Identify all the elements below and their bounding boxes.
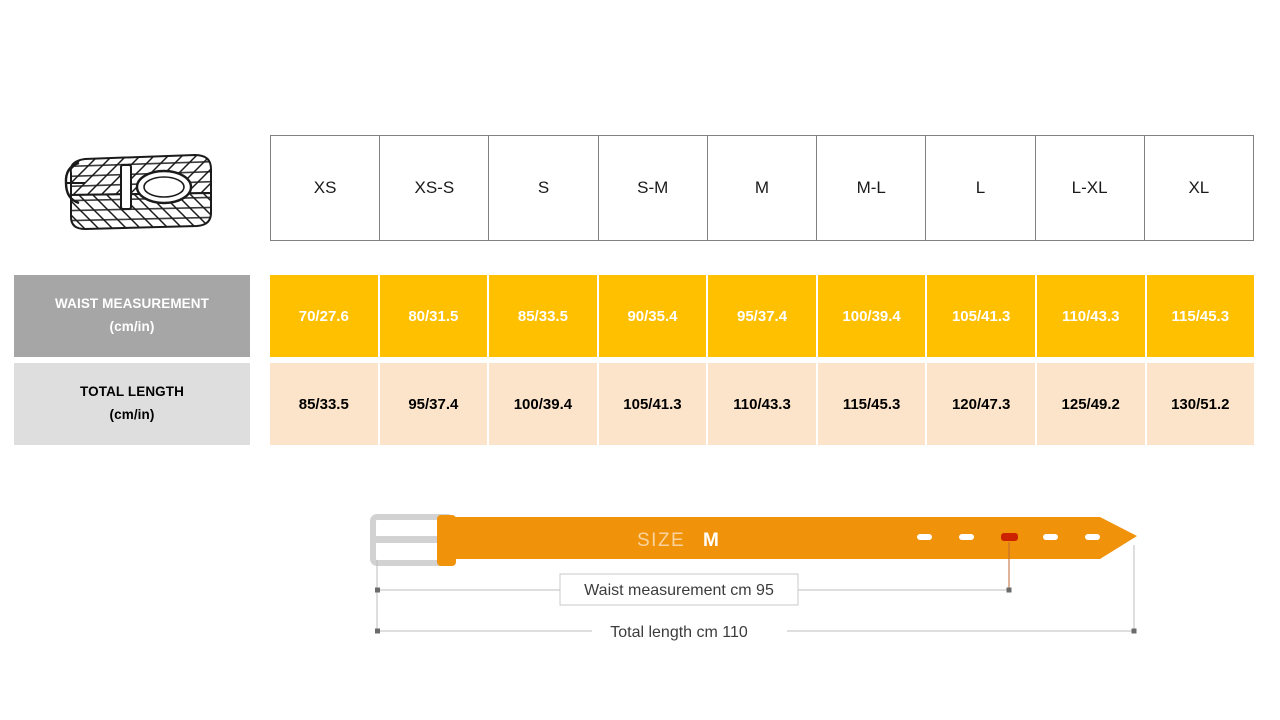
waist-value-cell: 105/41.3 <box>927 275 1037 357</box>
belt-strap <box>451 517 1137 559</box>
size-header-cell: M <box>706 135 818 241</box>
belt-hole-2 <box>959 534 974 540</box>
size-header-cell: S-M <box>597 135 708 241</box>
total-length-label-line2: (cm/in) <box>109 407 155 422</box>
total-length-value-cell: 110/43.3 <box>708 363 818 445</box>
header-row-label-spacer <box>14 135 250 241</box>
waist-value-cell: 85/33.5 <box>489 275 599 357</box>
total-length-dimension-text: Total length cm 110 <box>610 624 748 641</box>
belt-holes-group <box>917 533 1100 541</box>
table-gap <box>14 241 1254 275</box>
size-label-text: SIZE <box>637 530 685 551</box>
belt-measurement-diagram: SIZE M Waist measurement cm 95 <box>355 498 1155 648</box>
table-header-row: XS XS-S S S-M M M-L L L-XL XL <box>14 135 1254 241</box>
waist-dimension-label: Waist measurement cm 95 <box>559 573 799 606</box>
size-value-text: M <box>703 530 719 551</box>
waist-value-cell: 80/31.5 <box>379 275 490 357</box>
waist-value-cell: 115/45.3 <box>1146 275 1255 357</box>
total-length-label-line1: TOTAL LENGTH <box>80 384 184 400</box>
size-header-cell: M-L <box>816 135 927 241</box>
total-length-value-cell: 85/33.5 <box>270 363 380 445</box>
waist-measurement-row: WAIST MEASUREMENT (cm/in) 70/27.6 80/31.… <box>14 275 1255 357</box>
braided-belt-illustration <box>64 153 212 231</box>
belt-hole-1 <box>917 534 932 540</box>
waist-value-cell: 100/39.4 <box>817 275 928 357</box>
total-length-value-cell: 115/45.3 <box>817 363 928 445</box>
total-length-cells: 85/33.5 95/37.4 100/39.4 105/41.3 110/43… <box>270 363 1255 445</box>
belt-hole-4 <box>1043 534 1058 540</box>
belt-diagram-svg: SIZE M Waist measurement cm 95 <box>370 514 1137 645</box>
waist-value-cell: 110/43.3 <box>1036 275 1147 357</box>
total-length-value-cell: 100/39.4 <box>489 363 599 445</box>
label-gap <box>250 363 270 445</box>
waist-measurement-cells: 70/27.6 80/31.5 85/33.5 90/35.4 95/37.4 … <box>270 275 1255 357</box>
braided-belt-icon <box>55 143 225 238</box>
total-length-value-cell: 95/37.4 <box>379 363 490 445</box>
size-header-cell: XS <box>270 135 381 241</box>
total-length-value-cell: 125/49.2 <box>1036 363 1147 445</box>
total-length-value-cell: 120/47.3 <box>927 363 1037 445</box>
size-header-cells: XS XS-S S S-M M M-L L L-XL XL <box>270 135 1254 241</box>
belt-hole-5 <box>1085 534 1100 540</box>
waist-value-cell: 90/35.4 <box>598 275 709 357</box>
size-header-cell: S <box>488 135 599 241</box>
size-chart-table: XS XS-S S S-M M M-L L L-XL XL WAIST MEAS… <box>14 135 1255 445</box>
label-gap <box>250 275 270 357</box>
size-header-cell: L-XL <box>1034 135 1145 241</box>
waist-label-line2: (cm/in) <box>109 319 155 334</box>
waist-measurement-row-label: WAIST MEASUREMENT (cm/in) <box>14 275 250 357</box>
total-length-value-cell: 105/41.3 <box>598 363 709 445</box>
waist-value-cell: 70/27.6 <box>270 275 380 357</box>
total-length-dimension-label: Total length cm 110 <box>592 617 787 645</box>
total-length-row-label: TOTAL LENGTH (cm/in) <box>14 363 250 445</box>
size-header-cell: XS-S <box>379 135 490 241</box>
size-header-cell: XL <box>1143 135 1254 241</box>
belt-hole-3-highlighted <box>1001 533 1018 541</box>
total-length-value-cell: 130/51.2 <box>1146 363 1255 445</box>
waist-label-line1: WAIST MEASUREMENT <box>55 296 209 312</box>
total-length-row: TOTAL LENGTH (cm/in) 85/33.5 95/37.4 100… <box>14 363 1255 445</box>
size-header-cell: L <box>925 135 1036 241</box>
waist-value-cell: 95/37.4 <box>708 275 818 357</box>
dimension-extension-lines <box>376 542 1135 633</box>
waist-dimension-text: Waist measurement cm 95 <box>584 582 774 599</box>
label-gap <box>250 135 270 241</box>
